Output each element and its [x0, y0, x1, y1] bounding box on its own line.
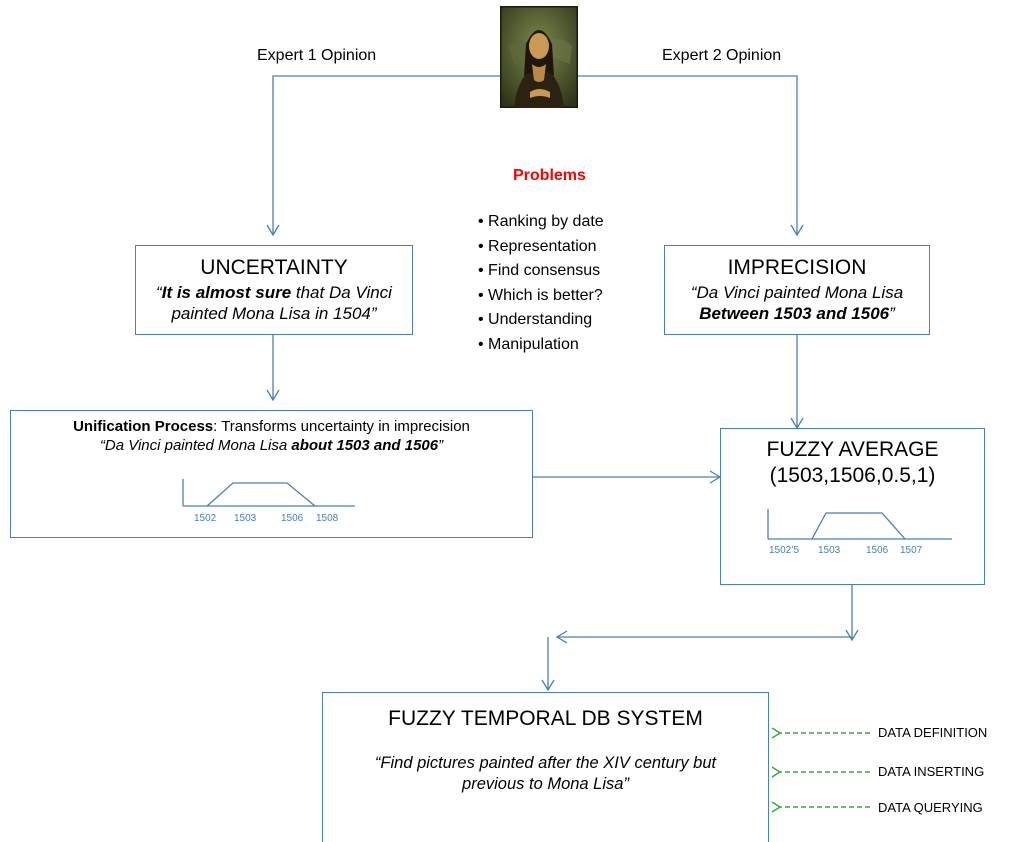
tick-label: 1502’5: [769, 545, 800, 556]
mona-lisa-image: [498, 4, 580, 110]
tick-label: 1507: [900, 545, 923, 556]
trapezoid-shape: [811, 512, 906, 540]
unification-quote: “Da Vinci painted Mona Lisa about 1503 a…: [99, 437, 444, 454]
unification-trapezoid-graph: [182, 479, 355, 507]
fuzzy-average-box: FUZZY AVERAGE (1503,1506,0.5,1): [720, 428, 985, 585]
tick-label: 1508: [316, 513, 339, 524]
uncertainty-quote: “It is almost sure that Da Vinci painted…: [156, 283, 392, 323]
problem-item: • Manipulation: [478, 335, 579, 353]
unification-heading: Unification Process: Transforms uncertai…: [73, 418, 470, 435]
unification-box: Unification Process: Transforms uncertai…: [10, 410, 533, 538]
db-system-title: FUZZY TEMPORAL DB SYSTEM: [388, 707, 703, 730]
db-system-box: FUZZY TEMPORAL DB SYSTEM “Find pictures …: [322, 692, 769, 842]
data-querying-label: DATA QUERYING: [878, 800, 983, 815]
tick-label: 1506: [866, 545, 889, 556]
problems-list: • Ranking by date • Representation • Fin…: [478, 210, 604, 357]
trapezoid-shape: [206, 482, 316, 507]
problem-item: • Find consensus: [478, 262, 601, 279]
expert1-arrow: [266, 75, 500, 237]
uncertainty-box: UNCERTAINTY “It is almost sure that Da V…: [135, 245, 413, 335]
problem-item: • Understanding: [478, 311, 593, 328]
imprecision-quote: “Da Vinci painted Mona Lisa Between 1503…: [690, 283, 904, 323]
expert2-label: Expert 2 Opinion: [662, 47, 782, 64]
imprecision-box: IMPRECISION “Da Vinci painted Mona Lisa …: [664, 245, 930, 335]
tick-label: 1506: [281, 513, 304, 524]
expert1-label: Expert 1 Opinion: [257, 47, 377, 64]
tick-label: 1503: [818, 545, 841, 556]
problem-item: • Representation: [478, 237, 597, 255]
fuzzy-average-params: (1503,1506,0.5,1): [769, 464, 936, 487]
average-trapezoid-graph: [767, 509, 952, 540]
expert2-arrow: [578, 75, 804, 237]
tick-label: 1503: [234, 513, 257, 524]
db-system-query: “Find pictures painted after the XIV cen…: [374, 754, 717, 793]
uncertainty-title: UNCERTAINTY: [200, 256, 348, 279]
problem-item: • Which is better?: [478, 286, 603, 304]
fuzzy-average-title: FUZZY AVERAGE: [766, 438, 939, 461]
data-inserting-label: DATA INSERTING: [878, 764, 985, 779]
tick-label: 1502: [194, 513, 217, 524]
problems-title: Problems: [513, 167, 586, 184]
imprecision-title: IMPRECISION: [727, 256, 867, 279]
data-definition-label: DATA DEFINITION: [878, 725, 988, 740]
problem-item: • Ranking by date: [478, 213, 604, 230]
